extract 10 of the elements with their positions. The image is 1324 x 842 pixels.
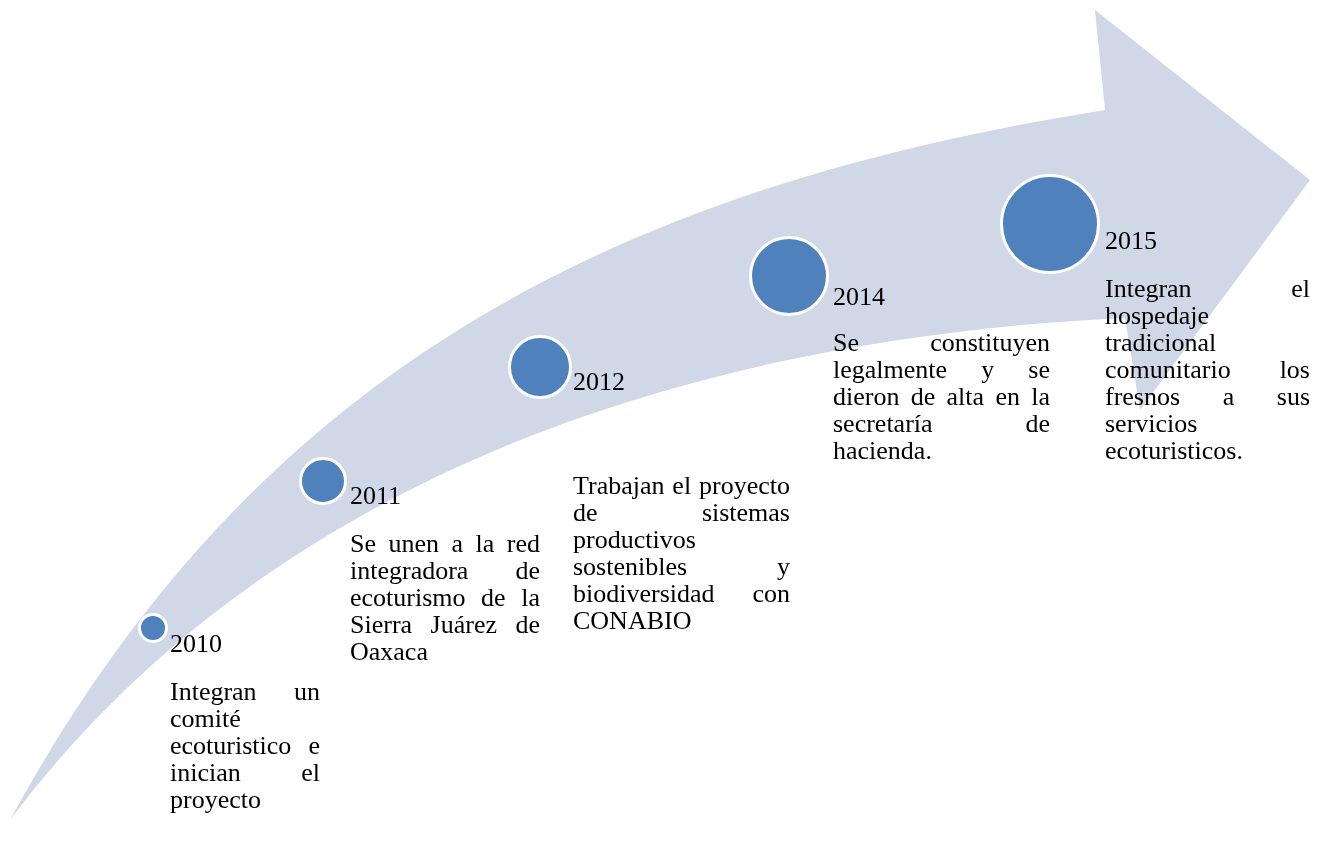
milestone-description: Integran un comité ecoturistico e inician el proyecto	[170, 678, 320, 813]
year-label: 2015	[1105, 227, 1158, 255]
milestone-description: Se unen a la red integradora de ecoturismo de la Sierra Juárez de Oaxaca	[350, 530, 540, 665]
milestone-description: Se constituyen legalmente y se dieron de alta en la secretaría de hacienda.	[833, 329, 1050, 464]
year-label: 2010	[170, 630, 223, 658]
milestone-description: Trabajan el proyecto de sistemas productivos sostenibles y biodiversidad con CONABIO	[573, 472, 790, 634]
year-label: 2011	[350, 482, 403, 510]
milestone-description: Integran el hospedaje tradicional comunitario los fresnos a sus servicios ecoturisticos.	[1105, 275, 1310, 464]
year-label: 2014	[833, 283, 886, 311]
year-label: 2012	[573, 368, 626, 396]
